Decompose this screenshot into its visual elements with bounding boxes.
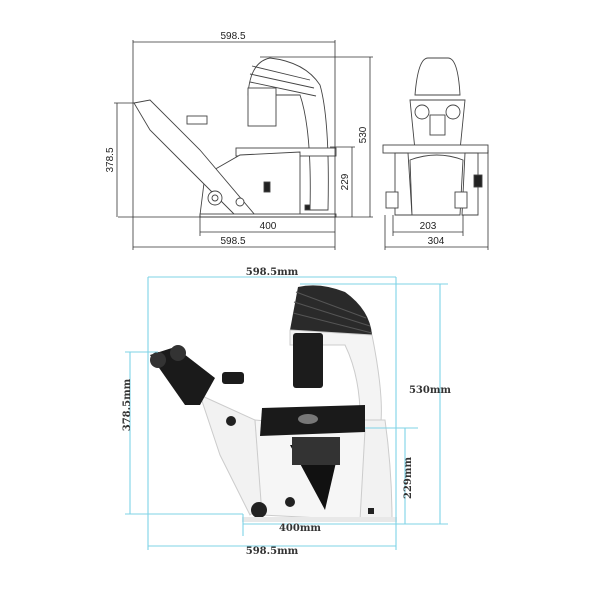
side-view-dimensions <box>114 40 373 250</box>
side-width-bottom-label: 598.5 <box>220 236 245 247</box>
side-width-top-label: 598.5 <box>220 31 245 42</box>
photo-stage-height-label: 229mm <box>403 457 414 499</box>
photo-height-label: 530mm <box>409 385 451 396</box>
photo-width-bottom-label: 598.5mm <box>246 546 299 557</box>
photo-dimension-lines <box>125 276 448 550</box>
side-base-depth-label: 400 <box>260 221 277 232</box>
photo-base-depth-label: 400mm <box>279 523 321 534</box>
photo-width-top-label: 598.5mm <box>246 267 299 278</box>
front-base-width-label: 203 <box>420 221 437 232</box>
photo-eyepiece-height-label: 378.5mm <box>122 378 133 431</box>
front-overall-width-label: 304 <box>428 236 445 247</box>
side-view-drawing <box>133 57 337 218</box>
side-height-label: 530 <box>358 126 369 143</box>
front-view-dimensions <box>384 150 489 250</box>
front-view-drawing <box>382 57 489 216</box>
microscope-photo <box>150 285 397 522</box>
side-stage-height-label: 229 <box>340 173 351 190</box>
side-eyepiece-height-label: 378.5 <box>105 147 116 172</box>
